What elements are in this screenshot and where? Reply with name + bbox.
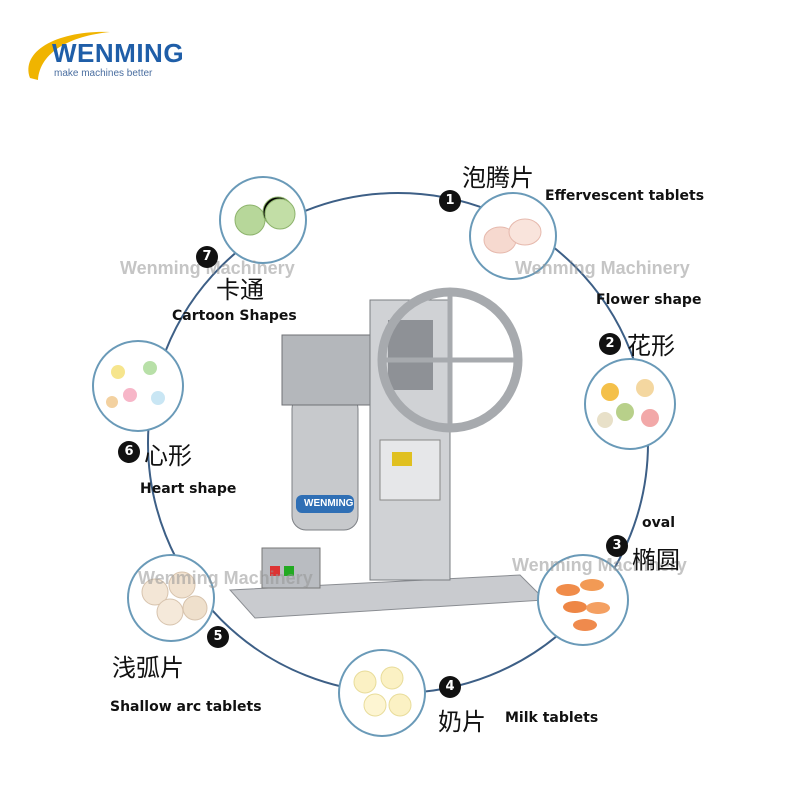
start-button-mark xyxy=(284,566,294,576)
logo-swoosh xyxy=(28,31,110,80)
illustration-oval xyxy=(537,554,629,646)
logo-brand: WENMING xyxy=(52,38,185,68)
watermark-2: Wenming Machinery xyxy=(515,258,690,278)
item-3-number: 3 xyxy=(606,535,628,557)
item-4-english: Milk tablets xyxy=(505,710,599,726)
illustration-flower xyxy=(584,358,676,450)
item-1-english: Effervescent tablets xyxy=(545,188,705,204)
item-1-number: 1 xyxy=(439,190,461,212)
press-gear xyxy=(388,320,433,390)
gearbox xyxy=(281,334,373,406)
item-2-chinese: 花形 xyxy=(627,332,675,360)
item-5-number: 5 xyxy=(207,626,229,648)
item-7-english: Cartoon Shapes xyxy=(172,308,297,324)
illustration-cartoon xyxy=(219,176,307,264)
item-2-english: Flower shape xyxy=(596,292,702,308)
logo-tagline: make machines better xyxy=(54,68,153,79)
item-5-english: Shallow arc tablets xyxy=(110,699,262,715)
item-4-chinese: 奶片 xyxy=(438,708,486,736)
item-3-english: oval xyxy=(642,515,675,531)
watermark-3: Wenming Machinery xyxy=(512,555,687,575)
watermark-1: Wenming Machinery xyxy=(120,258,295,278)
illustration-heart xyxy=(92,340,184,432)
illustration-shallow-arc xyxy=(127,554,215,642)
item-7-chinese: 卡通 xyxy=(216,276,264,304)
stop-button-mark xyxy=(270,566,280,576)
illustration-milk xyxy=(338,649,426,737)
item-6-english: Heart shape xyxy=(140,481,237,497)
item-3-chinese: 椭圆 xyxy=(632,546,680,574)
item-4-number: 4 xyxy=(439,676,461,698)
illustration-effervescent xyxy=(469,192,557,280)
hopper xyxy=(379,439,441,501)
tablet-press-machine xyxy=(228,287,547,619)
item-1-chinese: 泡腾片 xyxy=(462,164,534,192)
watermark-4: Wenming Machinery xyxy=(138,568,313,588)
item-7-number: 7 xyxy=(196,246,218,268)
item-6-chinese: 心形 xyxy=(144,442,192,470)
item-6-number: 6 xyxy=(118,441,140,463)
item-2-number: 2 xyxy=(599,333,621,355)
item-5-chinese: 浅弧片 xyxy=(112,654,184,682)
motor-badge-bg xyxy=(296,495,354,513)
warning-label xyxy=(392,452,412,466)
machine-badge-label: WENMING xyxy=(304,498,354,509)
